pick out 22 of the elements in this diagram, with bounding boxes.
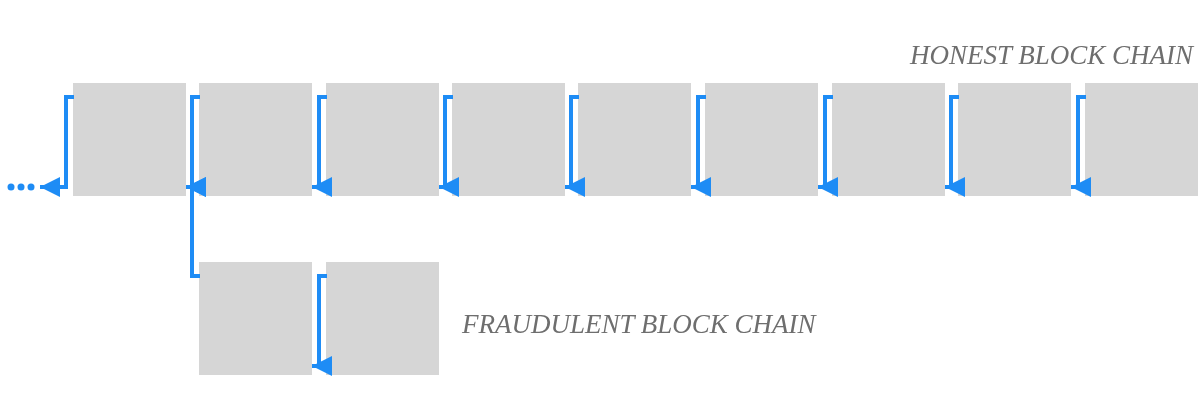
chain-label: FRAUDULENT BLOCK CHAIN — [462, 311, 816, 338]
arrow — [439, 95, 459, 197]
arrow — [312, 274, 332, 376]
arrow — [40, 95, 74, 197]
arrow — [691, 95, 711, 197]
block — [199, 262, 312, 375]
block — [452, 83, 565, 196]
arrow — [818, 95, 838, 197]
block — [73, 83, 186, 196]
arrow — [945, 95, 965, 197]
block — [199, 83, 312, 196]
block — [326, 262, 439, 375]
arrow — [312, 95, 332, 197]
block — [832, 83, 945, 196]
block — [958, 83, 1071, 196]
block — [705, 83, 818, 196]
block — [1085, 83, 1198, 196]
arrow — [1071, 95, 1091, 197]
arrow — [565, 95, 585, 197]
chain-label: HONEST BLOCK CHAIN — [909, 42, 1193, 69]
block — [326, 83, 439, 196]
block — [578, 83, 691, 196]
